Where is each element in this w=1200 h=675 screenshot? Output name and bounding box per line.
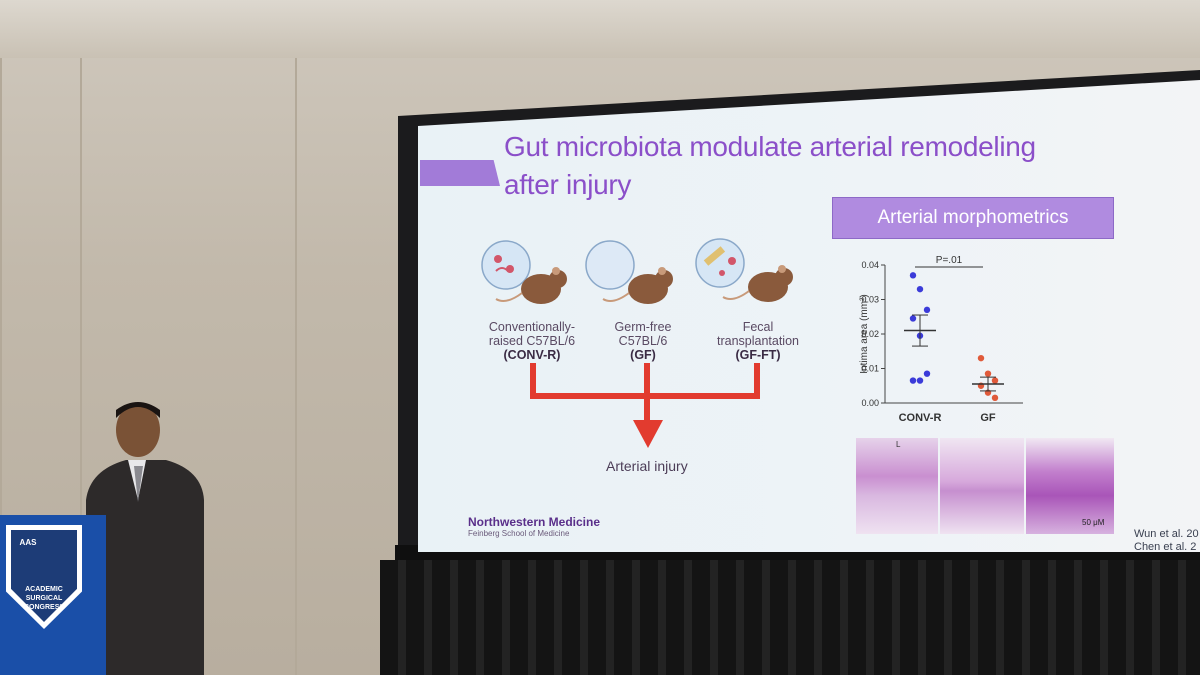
data-point <box>991 377 999 384</box>
title-accent-bar <box>420 160 500 186</box>
data-point <box>984 370 992 377</box>
wall-panel <box>295 58 397 675</box>
y-tick-label: 0.00 <box>861 398 879 408</box>
slide-title-line2: after injury <box>504 169 632 200</box>
presenter <box>86 402 204 675</box>
y-tick-label: 0.01 <box>861 364 879 374</box>
podium-brand: AAS <box>19 538 37 547</box>
y-axis-label: Intima area (mm²) <box>859 294 870 373</box>
histology-image-2 <box>940 438 1024 534</box>
wall-panel <box>80 58 297 675</box>
ceiling <box>0 0 1200 58</box>
data-point <box>909 315 917 322</box>
arrow-crossbar <box>530 393 760 399</box>
citation-2: Chen et al. 2 <box>1134 541 1197 552</box>
arrow-stem-left <box>530 363 536 399</box>
slide-title-line1: Gut microbiota modulate arterial remodel… <box>504 131 1036 162</box>
stage-skirt <box>380 560 1200 675</box>
y-tick-label: 0.04 <box>861 260 879 270</box>
scale-bar-label: 50 μM <box>1082 518 1105 527</box>
wall-panel <box>0 58 82 675</box>
data-point <box>977 354 985 362</box>
histology-image-3: 50 μM <box>1026 438 1114 534</box>
arrow-stem-right <box>754 363 760 399</box>
logo-subtitle: Feinberg School of Medicine <box>468 529 570 538</box>
gf-mouse-icon <box>585 240 673 304</box>
arterial-injury-label: Arterial injury <box>606 458 688 474</box>
p-value-annotation: P=.01 <box>936 255 963 266</box>
mouse-label-conv-r: Conventionally-raised C57BL/6(CONV-R) <box>488 320 576 362</box>
x-category-label: CONV-R <box>899 412 942 424</box>
citation-1: Wun et al. 20 <box>1134 528 1199 540</box>
data-point <box>909 272 917 279</box>
histology-image-1: L <box>856 438 938 534</box>
gf-ft-mouse-icon <box>695 238 793 302</box>
data-point <box>923 306 931 314</box>
data-point <box>916 377 924 384</box>
data-point <box>923 370 931 377</box>
data-point <box>909 377 917 384</box>
y-tick-label: 0.03 <box>861 295 879 305</box>
y-tick-label: 0.02 <box>861 329 879 339</box>
data-point <box>916 285 924 293</box>
x-category-label: GF <box>980 412 996 424</box>
podium-line3: CONGRESS <box>23 604 65 611</box>
projected-slide: Gut microbiota modulate arterial remodel… <box>418 80 1200 552</box>
conv-r-mouse-icon <box>481 240 567 304</box>
northwestern-logo: Northwestern Medicine Feinberg School of… <box>468 515 601 538</box>
data-point <box>991 394 999 402</box>
mouse-illustrations <box>481 238 793 304</box>
podium-line2: SURGICAL <box>25 595 63 602</box>
morphometrics-heading: Arterial morphometrics <box>832 197 1114 239</box>
podium-line1: ACADEMIC <box>25 586 63 593</box>
arrow-head-icon <box>633 420 663 448</box>
lumen-label: L <box>896 440 901 449</box>
